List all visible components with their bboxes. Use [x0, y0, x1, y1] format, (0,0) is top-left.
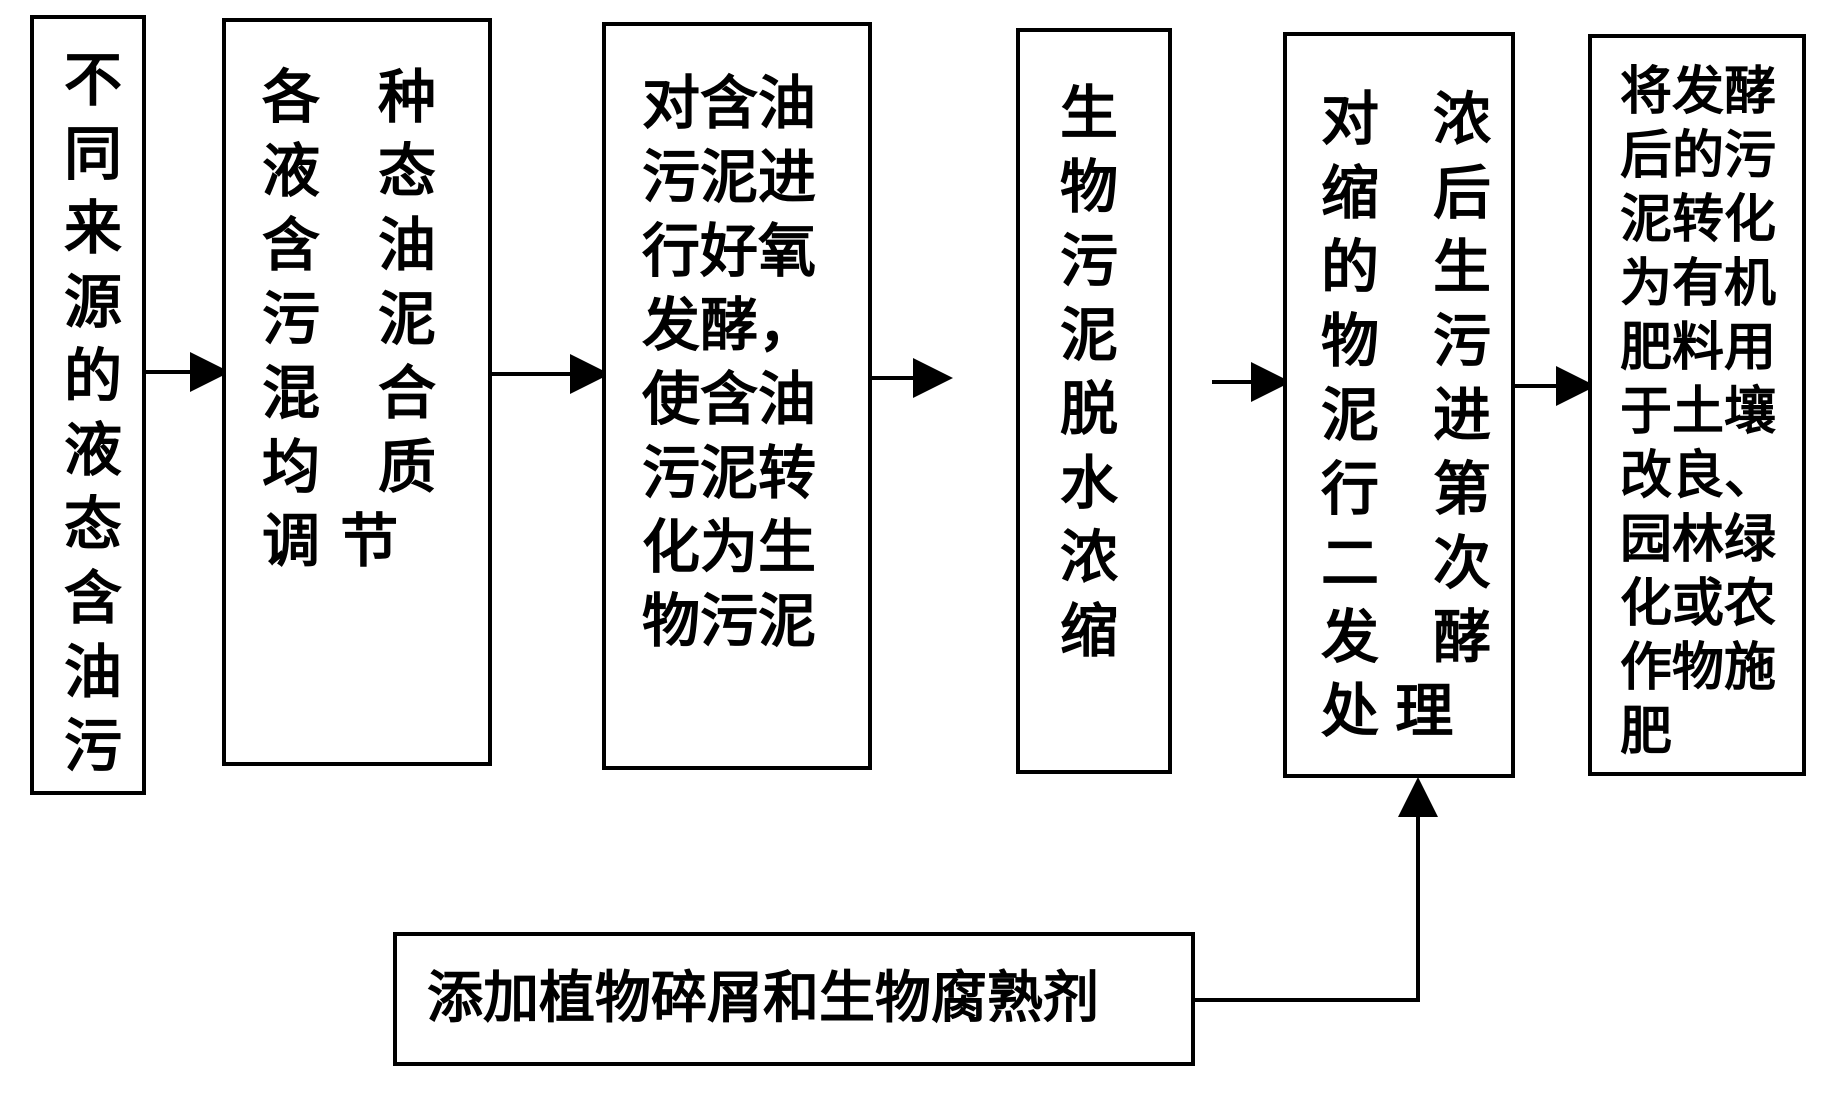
additive-label: 添加植物碎屑和生物腐熟剂	[427, 966, 1099, 1031]
step-label-aerobic: 对含油 污泥进 行好氧 发酵， 使含油 污泥转 化为生 物污泥	[642, 69, 817, 655]
step-box-aerobic: 对含油 污泥进 行好氧 发酵， 使含油 污泥转 化为生 物污泥	[602, 22, 872, 770]
step-label-homogenize: 各 种 液 态 含 油 污 泥 混 合 均 质 调 节	[262, 63, 437, 575]
arrow-additive-to-secondary	[1195, 777, 1438, 1002]
step-label-source: 不 同 来 源 的 液 态 含 油 污	[64, 46, 123, 780]
step-label-secondary: 对 浓 缩 后 的 生 物 污 泥 进 行 第 二 次 发 酵 处 理	[1321, 85, 1491, 745]
step-label-fertilizer: 将发酵 后的污 泥转化 为有机 肥料用 于土壤 改良、 园林绿 化或农 作物施 …	[1620, 62, 1777, 762]
step-label-dewater: 生 物 污 泥 脱 水 浓 缩	[1060, 79, 1119, 665]
step-box-source: 不 同 来 源 的 液 态 含 油 污	[30, 15, 146, 795]
step-box-dewater: 生 物 污 泥 脱 水 浓 缩	[1016, 28, 1172, 774]
step-box-homogenize: 各 种 液 态 含 油 污 泥 混 合 均 质 调 节	[222, 18, 492, 766]
additive-box: 添加植物碎屑和生物腐熟剂	[393, 932, 1195, 1066]
step-box-secondary: 对 浓 缩 后 的 生 物 污 泥 进 行 第 二 次 发 酵 处 理	[1283, 32, 1515, 778]
step-box-fertilizer: 将发酵 后的污 泥转化 为有机 肥料用 于土壤 改良、 园林绿 化或农 作物施 …	[1588, 34, 1806, 776]
